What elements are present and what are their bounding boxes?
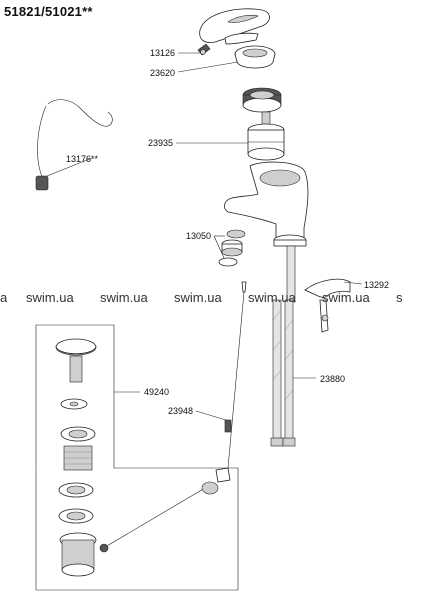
watermark-partial-left: a [0,290,8,305]
watermark-3: swim.ua [174,290,222,305]
waste-set-frame [35,324,239,591]
watermark-2: swim.ua [100,290,148,305]
callout-23880: 23880 [320,374,345,384]
watermark-partial-right: s [396,290,403,305]
watermark-4: swim.ua [248,290,296,305]
callout-49240: 49240 [144,387,169,397]
leader-lines [46,52,363,421]
callout-13050: 13050 [186,231,211,241]
waste-set [55,338,231,577]
watermark-row: a swim.ua swim.ua swim.ua swim.ua swim.u… [0,290,403,305]
callout-13176: 13176** [66,154,99,164]
faucet-body [224,161,309,247]
hoses [270,245,296,447]
callout-13292: 13292 [364,280,389,290]
callout-23948: 23948 [168,406,193,416]
cartridge [247,111,285,161]
lever-handle [199,8,270,45]
watermark-1: swim.ua [26,290,74,305]
diagram-title: 51821/51021** [4,4,93,19]
screw [197,43,211,56]
pull-rod [224,281,247,469]
callout-13126: 13126 [150,48,175,58]
callout-23935: 23935 [148,138,173,148]
chain [35,99,113,191]
aerator [218,229,246,267]
callout-23620: 23620 [150,68,175,78]
bracket [304,278,351,333]
cap [234,45,276,69]
lock-nut [242,87,282,113]
watermark-5: swim.ua [322,290,370,305]
